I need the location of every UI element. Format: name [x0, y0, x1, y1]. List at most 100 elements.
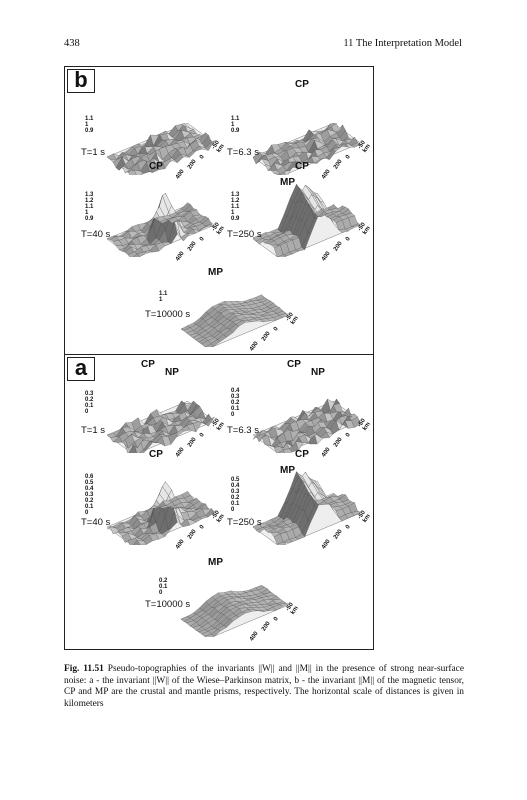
period-label: T=40 s	[81, 229, 111, 240]
panel-label-a: a	[67, 357, 95, 381]
z-tick-label: 1.3	[231, 192, 240, 198]
page-header: 438 11 The Interpretation Model	[64, 38, 462, 52]
anomaly-marker-np: NP	[311, 367, 325, 378]
surface-plot-svg	[106, 192, 216, 257]
z-tick-label: 0.3	[231, 394, 240, 400]
z-tick-label: 0.4	[231, 388, 240, 394]
z-tick-label: 0.2	[159, 578, 168, 584]
period-label: T=10000 s	[145, 309, 191, 320]
z-tick-label: 0.5	[85, 480, 94, 486]
surface-facet	[255, 585, 265, 590]
z-tick-label: 0.9	[85, 128, 94, 134]
surface-facet	[181, 202, 191, 212]
z-tick-label: 1	[231, 210, 235, 216]
z-tick-label: 0.4	[85, 486, 94, 492]
surface-plot-svg	[180, 294, 290, 347]
z-tick-label: 1	[85, 210, 89, 216]
page-number: 438	[64, 38, 80, 49]
z-tick-label: 1.1	[231, 116, 240, 122]
z-tick-label: 0	[85, 409, 89, 415]
z-tick-label: 0.2	[231, 400, 240, 406]
z-tick-label: 0.2	[85, 498, 94, 504]
z-tick-label: 1	[231, 122, 235, 128]
z-tick-label: 0.5	[231, 477, 240, 483]
period-label: T=250 s	[227, 517, 262, 528]
period-label: T=40 s	[81, 517, 111, 528]
surface-facet	[181, 400, 191, 407]
z-tick-label: 0.2	[85, 397, 94, 403]
anomaly-marker-cp: CP	[141, 359, 155, 370]
running-head: 11 The Interpretation Model	[343, 38, 462, 49]
z-tick-label: 0.1	[231, 406, 240, 412]
anomaly-marker-mp: MP	[208, 267, 223, 278]
period-label: T=6.3 s	[227, 425, 259, 436]
period-label: T=10000 s	[145, 599, 191, 610]
caption-text: Pseudo-topographies of the invariants ||…	[64, 664, 465, 709]
z-tick-label: 0	[159, 590, 163, 596]
anomaly-marker-cp: CP	[149, 449, 163, 460]
period-label: T=1 s	[81, 147, 106, 158]
z-tick-label: 0.3	[85, 391, 94, 397]
period-label: T=6.3 s	[227, 147, 259, 158]
caption-label: Fig. 11.51	[64, 664, 104, 674]
z-tick-label: 1.2	[85, 198, 94, 204]
z-tick-label: 1.1	[85, 204, 94, 210]
anomaly-marker-mp: MP	[280, 177, 295, 188]
anomaly-marker-cp: CP	[295, 79, 309, 90]
z-tick-label: 0	[231, 507, 235, 513]
z-tick-label: 0.1	[85, 403, 94, 409]
z-tick-label: 0	[85, 510, 89, 516]
z-tick-label: 0.1	[159, 584, 168, 590]
z-tick-label: 0.2	[231, 495, 240, 501]
surface-plot-svg	[252, 471, 362, 545]
z-tick-label: 1.1	[159, 291, 168, 297]
z-tick-label: 1	[159, 297, 163, 303]
anomaly-marker-np: NP	[165, 367, 179, 378]
figure-caption: Fig. 11.51 Pseudo-topographies of the in…	[64, 664, 464, 710]
surface-plot-svg	[106, 122, 216, 175]
z-tick-label: 0.1	[85, 504, 94, 510]
surface-facet	[327, 398, 337, 412]
z-tick-label: 1.1	[85, 116, 94, 122]
panel-label-b: b	[67, 69, 95, 93]
anomaly-marker-cp: CP	[149, 161, 163, 172]
anomaly-marker-cp: CP	[287, 359, 301, 370]
surface-facet	[181, 491, 191, 499]
surface-facet	[181, 123, 191, 129]
z-tick-label: 1.3	[85, 192, 94, 198]
z-tick-label: 0.4	[231, 483, 240, 489]
surface-plot-svg	[180, 584, 290, 637]
z-tick-label: 0.1	[231, 501, 240, 507]
period-label: T=1 s	[81, 425, 106, 436]
surface-plot-svg	[106, 481, 216, 545]
z-tick-label: 0.9	[85, 216, 94, 222]
surface-facet	[327, 204, 337, 210]
period-label: T=250 s	[227, 229, 262, 240]
z-tick-label: 1.2	[231, 198, 240, 204]
anomaly-marker-cp: CP	[295, 161, 309, 172]
anomaly-marker-mp: MP	[280, 465, 295, 476]
z-tick-label: 1	[85, 122, 89, 128]
surface-plot-svg	[252, 122, 362, 175]
surface-plot-svg	[252, 183, 362, 257]
surface-facet	[327, 123, 337, 130]
anomaly-marker-cp: CP	[295, 449, 309, 460]
surface-plot-svg	[252, 398, 362, 453]
surface-plot-svg	[106, 400, 216, 453]
z-tick-label: 0.6	[85, 474, 94, 480]
z-tick-label: 1.1	[231, 204, 240, 210]
surface-facet	[255, 294, 265, 301]
z-tick-label: 0	[231, 412, 235, 418]
